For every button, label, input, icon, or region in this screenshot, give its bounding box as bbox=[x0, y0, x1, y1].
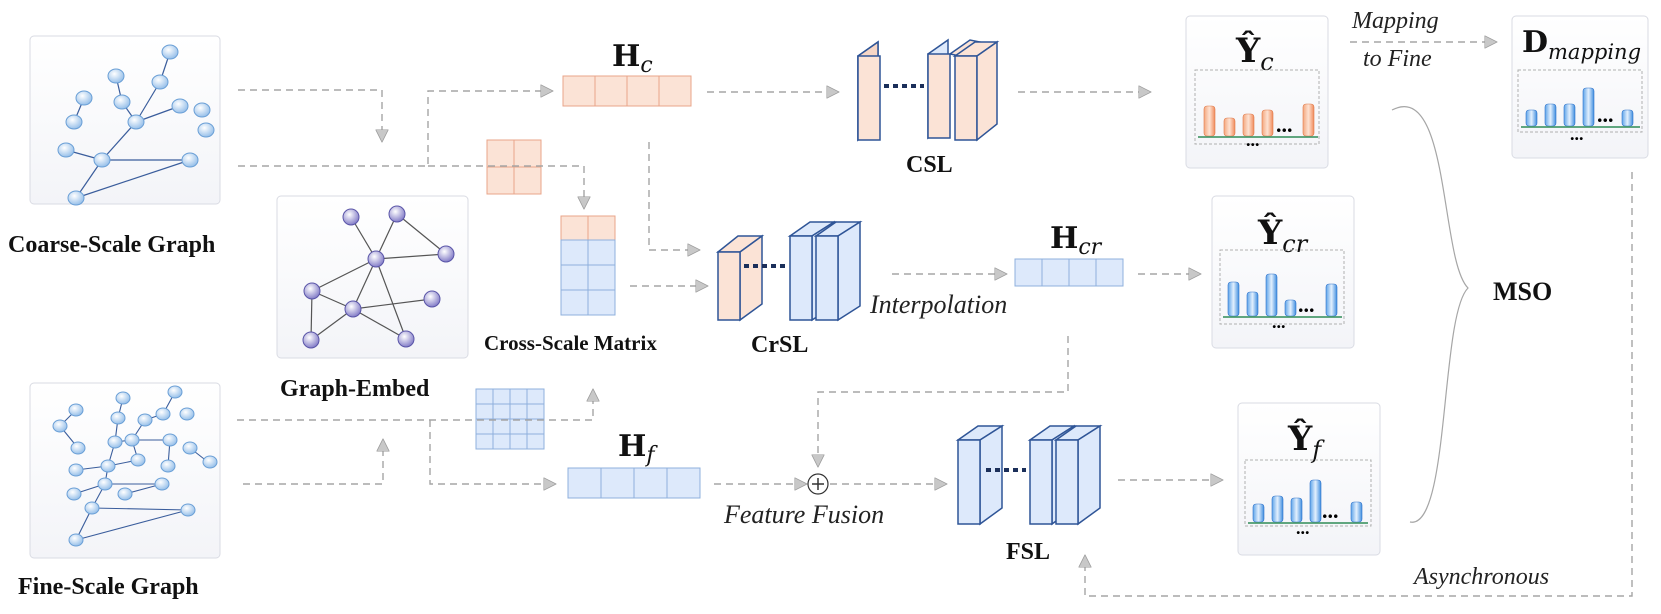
graph-embed-panel bbox=[276, 195, 469, 359]
csl-block bbox=[857, 38, 1000, 142]
hc-label: Hc bbox=[612, 39, 653, 78]
coarse-graph-panel bbox=[29, 35, 221, 205]
crsl-block bbox=[715, 220, 863, 322]
yf-label: Ŷf bbox=[1287, 418, 1325, 464]
hc-vector bbox=[562, 75, 692, 107]
coarse-embed-matrix bbox=[486, 139, 542, 195]
asynchronous-label: Asynchronous bbox=[1412, 564, 1549, 590]
mapping-label-line1: Mapping bbox=[1351, 8, 1439, 34]
fsl-label: FSL bbox=[1006, 539, 1050, 565]
fsl-block bbox=[955, 424, 1103, 526]
graph-embed-nodes bbox=[302, 205, 455, 349]
fine-embed-matrix bbox=[475, 388, 545, 450]
feature-fusion-label: Feature Fusion bbox=[723, 500, 884, 529]
dmapping-bars bbox=[1521, 87, 1640, 128]
cross-scale-matrix bbox=[560, 215, 616, 316]
mapping-label-line2: to Fine bbox=[1363, 46, 1432, 72]
connectors bbox=[237, 42, 1633, 597]
yc-vdots: ... bbox=[1246, 130, 1260, 150]
yc-panel bbox=[1185, 15, 1329, 169]
yf-vdots: ... bbox=[1296, 518, 1310, 538]
coarse-graph-label: Coarse-Scale Graph bbox=[8, 232, 215, 258]
yc-bars bbox=[1198, 103, 1318, 138]
hf-vector bbox=[567, 467, 701, 499]
csl-label: CSL bbox=[906, 152, 953, 178]
interpolation-label: Interpolation bbox=[869, 290, 1007, 319]
crsl-label: CrSL bbox=[751, 332, 808, 358]
coarse-graph-nodes bbox=[57, 44, 215, 206]
mso-brace bbox=[1391, 106, 1469, 523]
dmapping-dots: ... bbox=[1597, 102, 1614, 127]
ycr-dots: ... bbox=[1298, 292, 1315, 317]
yf-bars bbox=[1248, 479, 1368, 524]
cross-scale-matrix-label: Cross-Scale Matrix bbox=[484, 331, 657, 355]
yc-label: Ŷc bbox=[1235, 30, 1274, 76]
yf-dots: ... bbox=[1322, 498, 1339, 523]
mso-label: MSO bbox=[1493, 277, 1552, 306]
ycr-label: Ŷcr bbox=[1257, 212, 1309, 258]
hf-label: Hf bbox=[618, 429, 658, 468]
hcr-label: Hcr bbox=[1050, 221, 1103, 260]
hcr-vector bbox=[1014, 258, 1124, 287]
dmapping-vdots: ... bbox=[1570, 124, 1584, 144]
yc-dots: ... bbox=[1276, 112, 1293, 137]
dmapping-label: Dmapping bbox=[1522, 25, 1641, 64]
feature-fusion-node bbox=[807, 473, 829, 495]
ycr-bars bbox=[1223, 273, 1342, 318]
ycr-vdots: ... bbox=[1272, 312, 1286, 332]
fine-graph-nodes bbox=[52, 385, 218, 547]
graph-embed-label: Graph-Embed bbox=[280, 376, 430, 402]
fine-graph-label: Fine-Scale Graph bbox=[18, 574, 199, 600]
